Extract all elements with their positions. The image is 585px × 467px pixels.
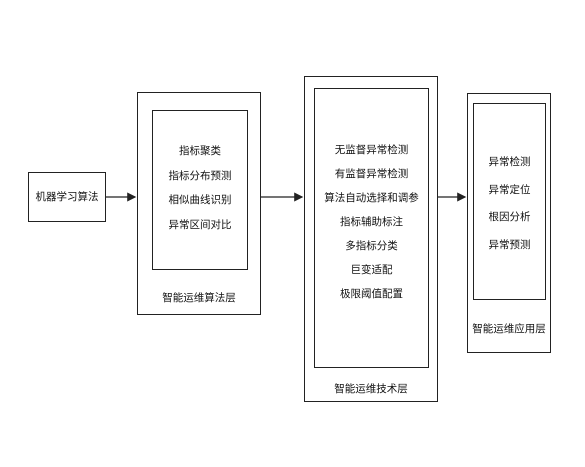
application-item: 异常定位 xyxy=(488,183,531,196)
application-item: 异常检测 xyxy=(488,156,531,168)
application-layer-inner xyxy=(473,103,546,300)
input-label: 机器学习算法 xyxy=(35,191,99,203)
algorithm-item: 指标聚类 xyxy=(179,145,221,157)
algorithm-layer-inner xyxy=(152,110,248,270)
technique-item: 无监督异常检测 xyxy=(334,144,409,156)
input-box xyxy=(28,172,106,222)
algorithm-item: 指标分布预测 xyxy=(168,169,232,182)
application-layer-items: 异常检测 异常定位 根因分析 异常预测 xyxy=(473,157,546,250)
technique-item: 极限阈值配置 xyxy=(340,288,403,300)
technique-layer-inner xyxy=(314,88,429,368)
technique-layer-caption: 智能运维技术层 xyxy=(334,383,408,395)
technique-item: 指标辅助标注 xyxy=(340,216,403,228)
technique-item: 巨变适配 xyxy=(350,264,393,276)
application-layer-caption: 智能运维应用层 xyxy=(472,323,546,335)
technique-layer-items: 无监督异常检测 有监督异常检测 算法自动选择和调参 指标辅助标注 多指标分类 巨… xyxy=(314,145,429,300)
algorithm-layer-items: 指标聚类 指标分布预测 相似曲线识别 异常区间对比 xyxy=(152,146,248,230)
application-item: 异常预测 xyxy=(488,238,531,251)
application-item: 根因分析 xyxy=(488,211,531,223)
technique-item: 算法自动选择和调参 xyxy=(324,192,419,204)
algorithm-item: 相似曲线识别 xyxy=(168,194,232,206)
technique-item: 多指标分类 xyxy=(345,240,398,252)
algorithm-layer-caption: 智能运维算法层 xyxy=(162,292,236,304)
technique-item: 有监督异常检测 xyxy=(334,168,409,180)
algorithm-item: 异常区间对比 xyxy=(168,218,232,231)
